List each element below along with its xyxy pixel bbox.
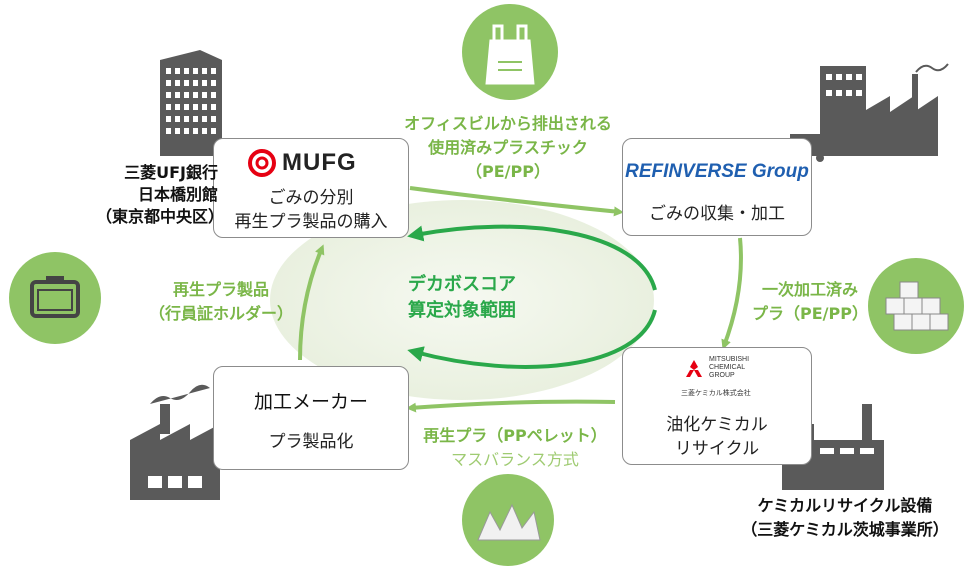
- plant-label: ケミカルリサイクル設備 （三菱ケミカル茨城事業所）: [722, 494, 968, 542]
- processor-title: 加工メーカー: [253, 391, 368, 413]
- mufg-line2: 再生プラ製品の購入: [234, 212, 388, 232]
- mitsubishi-logo-icon: [686, 360, 702, 377]
- inner-arrow-bottom: [407, 309, 657, 369]
- mufg-box: MUFG ごみの分別 再生プラ製品の購入: [213, 138, 409, 238]
- flow-arrow-left: [298, 244, 325, 361]
- mitsubishi-logo-line3: GROUP: [709, 372, 735, 379]
- cubes-icon: [885, 281, 949, 331]
- flow-top-line1: オフィスビルから排出される: [404, 114, 612, 133]
- flow-left-label: 再生プラ製品 （行員証ホルダー）: [126, 278, 316, 326]
- mitsubishi-logo-text: MITSUBISHI CHEMICAL GROUP: [709, 356, 749, 380]
- building-label-line2: 日本橋別館: [137, 185, 218, 204]
- mufg-logo: MUFG: [248, 149, 357, 177]
- flow-left-line2: （行員証ホルダー）: [148, 304, 293, 323]
- plant-label-line1: ケミカルリサイクル設備: [757, 496, 933, 515]
- center-line2: 算定対象範囲: [408, 300, 516, 321]
- refinverse-logo: REFINVERSE Group: [625, 161, 809, 182]
- flow-right-line2: プラ（PE/PP）: [752, 304, 868, 323]
- mufg-line1: ごみの分別: [268, 188, 354, 208]
- processor-box: 加工メーカー プラ製品化: [213, 366, 409, 470]
- flow-arrow-top: [409, 186, 624, 217]
- center-line1: デカボスコア: [408, 274, 516, 295]
- mitsubishi-logo-line1: MITSUBISHI: [709, 356, 750, 363]
- building-label-line1: 三菱UFJ銀行: [124, 163, 218, 182]
- building-label-line3: （東京都中央区）: [95, 207, 224, 226]
- flow-arrow-bottom: [406, 399, 616, 413]
- office-building-icon: [160, 50, 222, 156]
- card-holder-icon: [30, 276, 80, 318]
- flow-right-line1: 一次加工済み: [761, 280, 858, 299]
- mufg-logo-icon: [248, 149, 276, 177]
- refinverse-box: REFINVERSE Group ごみの収集・加工: [622, 138, 812, 236]
- plant-label-line2: （三菱ケミカル茨城事業所）: [741, 520, 949, 539]
- flow-left-line1: 再生プラ製品: [172, 280, 269, 299]
- mitsubishi-logo-line2: CHEMICAL: [709, 364, 746, 371]
- processor-label: プラ製品化: [268, 432, 354, 452]
- mitsubishi-box: MITSUBISHI CHEMICAL GROUP 三菱ケミカル株式会社 油化ケ…: [622, 347, 812, 465]
- flow-right-label: 一次加工済み プラ（PE/PP）: [740, 278, 880, 326]
- flow-top-line3: （PE/PP）: [466, 162, 550, 181]
- center-label: デカボスコア 算定対象範囲: [392, 272, 532, 324]
- pellets-icon: [477, 503, 541, 541]
- building-label: 三菱UFJ銀行 日本橋別館 （東京都中央区）: [68, 162, 224, 228]
- flow-top-label: オフィスビルから排出される 使用済みプラスチック （PE/PP）: [378, 112, 638, 184]
- inner-arrow-top: [407, 224, 657, 291]
- flow-bottom-line1: 再生プラ（PPペレット）: [423, 426, 607, 445]
- card-circle: [9, 252, 101, 344]
- mitsubishi-line1: 油化ケミカル: [666, 415, 768, 435]
- flow-top-line2: 使用済みプラスチック: [428, 138, 588, 157]
- scope-ellipse: [270, 200, 654, 400]
- refinverse-label: ごみの収集・加工: [649, 204, 785, 224]
- flow-arrow-right: [721, 237, 743, 350]
- plastic-bag-icon: [485, 24, 535, 85]
- mufg-logo-text: MUFG: [282, 149, 357, 176]
- flow-bottom-label: 再生プラ（PPペレット） マスバランス方式: [400, 424, 630, 472]
- flow-bottom-line2: マスバランス方式: [451, 450, 579, 469]
- factory-icon: [130, 384, 220, 500]
- mitsubishi-line2: リサイクル: [674, 439, 760, 459]
- mitsubishi-logo-jp: 三菱ケミカル株式会社: [681, 389, 751, 397]
